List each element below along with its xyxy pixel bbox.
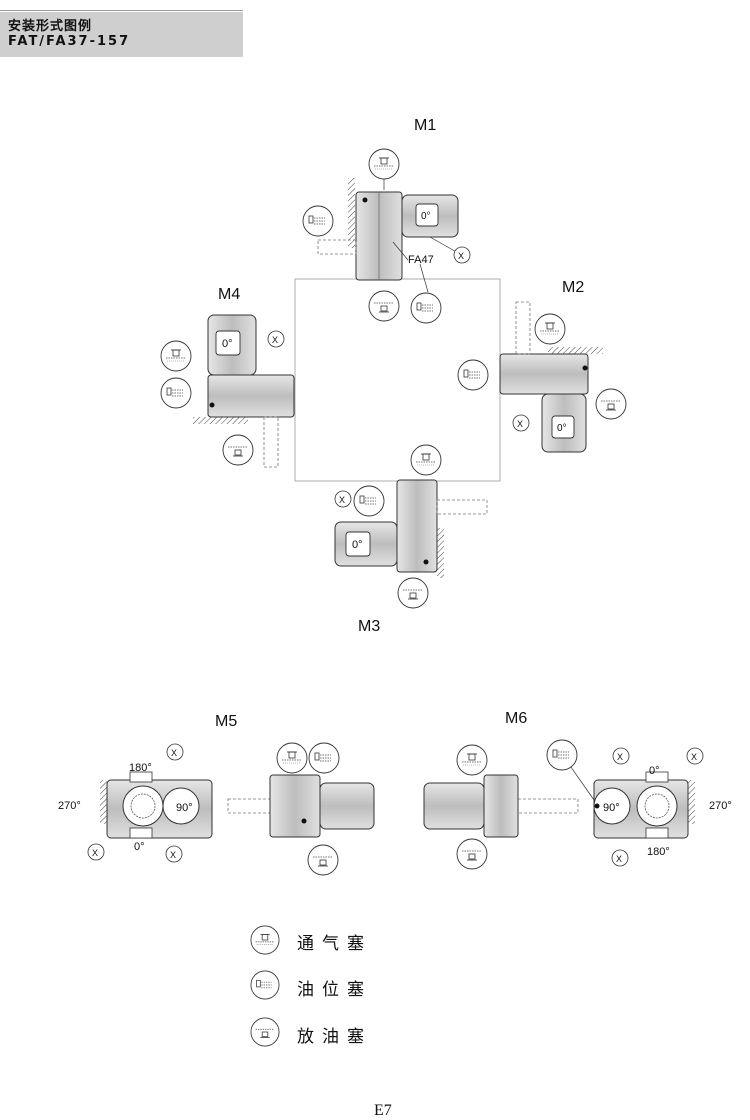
label-m3: M3 bbox=[358, 618, 380, 635]
page-subtitle: FAT/FA37-157 bbox=[8, 34, 131, 49]
label-m5: M5 bbox=[215, 713, 237, 730]
label-m2: M2 bbox=[562, 279, 584, 296]
m5-x-markers bbox=[87, 743, 184, 863]
legend-oil-level-plug-icon bbox=[250, 970, 280, 1000]
m1-x-label: X bbox=[458, 251, 464, 261]
m6-x-label-3: X bbox=[616, 854, 622, 864]
m2-x-label: X bbox=[517, 419, 523, 429]
m1-angle-0: 0° bbox=[421, 211, 431, 222]
m3-assembly bbox=[334, 444, 488, 609]
legend-breather-plug-icon bbox=[250, 925, 280, 955]
m4-angle-0: 0° bbox=[222, 338, 233, 350]
m5-x-label-2: X bbox=[92, 848, 98, 858]
page-number: E7 bbox=[374, 1102, 392, 1119]
header-banner bbox=[0, 12, 243, 57]
m2-assembly bbox=[457, 301, 627, 453]
m5-angle-270: 270° bbox=[58, 800, 81, 812]
legend-label-breather: 通气塞 bbox=[297, 934, 372, 954]
m6-angle-90: 90° bbox=[603, 802, 620, 814]
page-title: 安装形式图例 bbox=[8, 19, 93, 34]
label-m4: M4 bbox=[218, 286, 240, 303]
m6-x-label-1: X bbox=[617, 752, 623, 762]
m6-angle-0: 0° bbox=[649, 765, 660, 777]
legend-drain-plug-icon bbox=[250, 1017, 280, 1047]
label-m6: M6 bbox=[505, 710, 527, 727]
label-m1: M1 bbox=[414, 117, 436, 134]
m5-angle-180: 180° bbox=[129, 762, 152, 774]
m3-x-label: X bbox=[339, 495, 345, 505]
m6-x-markers bbox=[611, 747, 704, 867]
m1-assembly bbox=[302, 148, 461, 324]
m6-angle-180: 180° bbox=[647, 846, 670, 858]
m5-angle-90: 90° bbox=[176, 802, 193, 814]
m6-x-label-2: X bbox=[691, 752, 697, 762]
header-rule bbox=[0, 10, 243, 11]
label-fa47: FA47 bbox=[408, 254, 434, 266]
m5-x-label-1: X bbox=[171, 748, 177, 758]
m4-x-label: X bbox=[272, 335, 278, 345]
m2-angle-0: 0° bbox=[557, 423, 567, 434]
m5-assembly bbox=[87, 742, 375, 876]
m3-angle-0: 0° bbox=[352, 539, 363, 551]
m4-assembly bbox=[160, 314, 295, 468]
m6-angle-270: 270° bbox=[709, 800, 732, 812]
m5-angle-0: 0° bbox=[134, 841, 145, 853]
legend-label-oil-level: 油位塞 bbox=[297, 980, 372, 1000]
m5-x-label-3: X bbox=[170, 850, 176, 860]
m6-assembly bbox=[423, 739, 704, 870]
legend-label-drain: 放油塞 bbox=[297, 1027, 372, 1047]
